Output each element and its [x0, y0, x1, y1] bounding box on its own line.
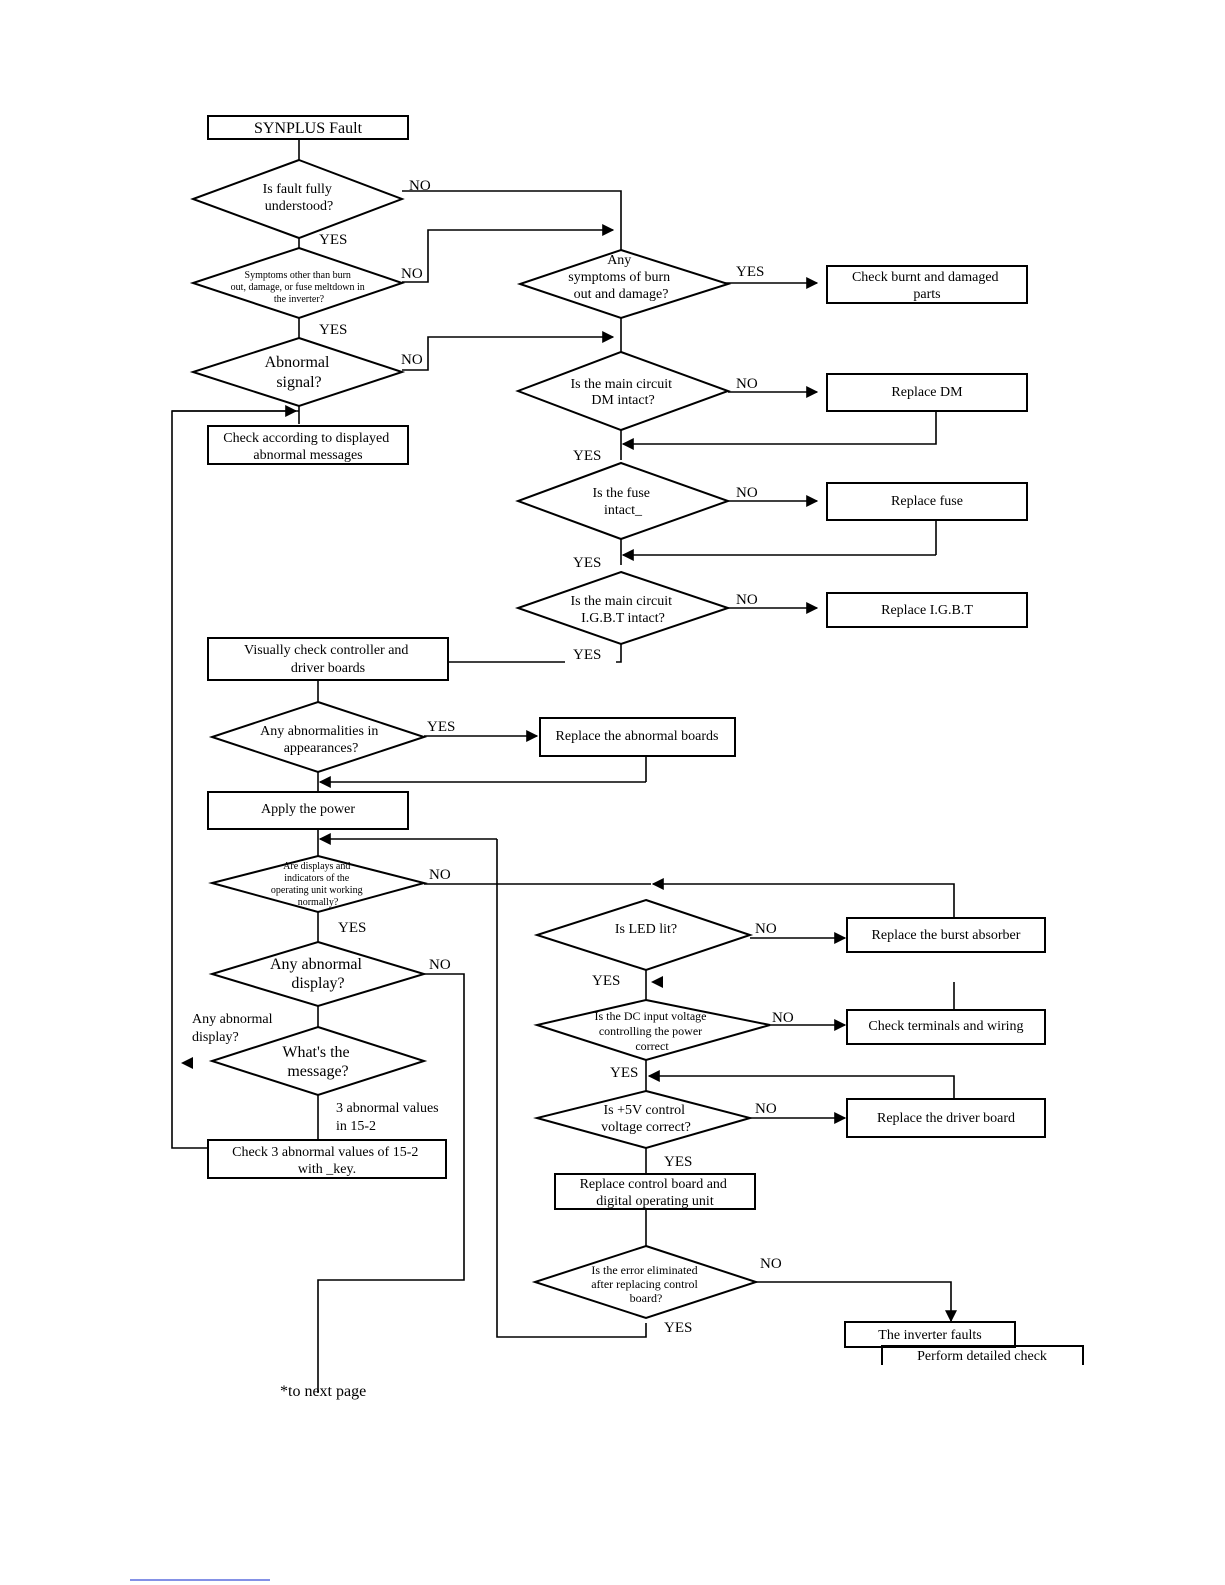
- no-label: NO: [401, 352, 423, 368]
- decision-main-circuit-dm: Is the main circuit DM intact?: [515, 350, 731, 432]
- branch-labels: NO YES NO YES NO YES NO YES NO YES NO YE…: [319, 178, 794, 1336]
- decision-label: Abnormal signal?: [265, 354, 334, 391]
- no-label: NO: [755, 1101, 777, 1117]
- decision-error-eliminated: Is the error eliminated after replacing …: [531, 1244, 760, 1320]
- arrowhead: [651, 976, 663, 988]
- apply-power-box: Apply the power: [207, 791, 409, 830]
- check-terminals-box: Check terminals and wiring: [846, 1009, 1046, 1045]
- box-label: Replace the abnormal boards: [556, 729, 719, 744]
- box-label: Replace the driver board: [877, 1111, 1015, 1126]
- yes-label: YES: [573, 555, 601, 571]
- decision-label: Any abnormal display?: [270, 956, 366, 992]
- decision-label: Are displays and indicators of the opera…: [271, 861, 365, 908]
- start-box: SYNPLUS Fault: [207, 115, 409, 140]
- no-label: NO: [736, 592, 758, 608]
- yes-label: YES: [573, 647, 601, 663]
- replace-igbt-box: Replace I.G.B.T: [826, 592, 1028, 628]
- no-label: NO: [772, 1010, 794, 1026]
- yes-label: YES: [573, 448, 601, 464]
- decision-label: Is the error eliminated after replacing …: [591, 1263, 701, 1305]
- no-label: NO: [736, 485, 758, 501]
- decision-burn-damage: Any symptoms of burn out and damage?: [516, 248, 732, 320]
- replace-dm-box: Replace DM: [826, 373, 1028, 412]
- yes-label: YES: [592, 973, 620, 989]
- box-label: Check 3 abnormal values of 15-2 with _ke…: [232, 1145, 422, 1177]
- replace-burst-absorber-box: Replace the burst absorber: [846, 917, 1046, 953]
- check-abnormal-values-box: Check 3 abnormal values of 15-2 with _ke…: [207, 1139, 447, 1179]
- arrowheads: [181, 976, 663, 1069]
- decision-label: Is the fuse intact_: [592, 486, 653, 518]
- decision-symptoms-other: Symptoms other than burn out, damage, or…: [189, 246, 406, 320]
- connectors: [171, 139, 957, 1393]
- decision-dc-input-voltage: Is the DC input voltage controlling the …: [533, 998, 771, 1062]
- no-label: NO: [429, 957, 451, 973]
- yes-label: YES: [338, 920, 366, 936]
- arrowhead: [181, 1057, 193, 1069]
- decision-abnormal-display: Any abnormal display?: [208, 940, 428, 1008]
- no-label: NO: [401, 266, 423, 282]
- box-label: Replace DM: [891, 385, 963, 400]
- box-label: Apply the power: [261, 802, 355, 817]
- decision-main-circuit-igbt: Is the main circuit I.G.B.T intact?: [514, 570, 732, 646]
- replace-fuse-box: Replace fuse: [826, 482, 1028, 521]
- detailed-check-box: Perform detailed check: [881, 1345, 1084, 1365]
- inverter-faults-box: The inverter faults: [844, 1321, 1016, 1348]
- no-label: NO: [409, 178, 431, 194]
- label-abnormal-values: 3 abnormal values in 15-2: [336, 1101, 442, 1134]
- check-burnt-parts-box: Check burnt and damaged parts: [826, 265, 1028, 304]
- start-label: SYNPLUS Fault: [254, 120, 363, 137]
- decision-displays-working: Are displays and indicators of the opera…: [208, 854, 428, 914]
- yes-label: YES: [664, 1320, 692, 1336]
- no-label: NO: [755, 921, 777, 937]
- replace-driver-board-box: Replace the driver board: [846, 1098, 1046, 1138]
- no-label: NO: [760, 1256, 782, 1272]
- decision-label: Is +5V control voltage correct?: [601, 1103, 691, 1135]
- replace-abnormal-boards-box: Replace the abnormal boards: [539, 717, 736, 757]
- decision-fuse-intact: Is the fuse intact_: [515, 461, 731, 541]
- decision-label: Is fault fully understood?: [263, 182, 336, 214]
- replace-control-board-box: Replace control board and digital operat…: [554, 1173, 756, 1210]
- box-label: The inverter faults: [878, 1328, 981, 1343]
- box-label: Check terminals and wiring: [868, 1019, 1023, 1034]
- decision-5v-voltage: Is +5V control voltage correct?: [533, 1089, 754, 1150]
- decision-abnormal-appearance: Any abnormalities in appearances?: [208, 700, 428, 774]
- decision-fault-understood: Is fault fully understood?: [190, 158, 405, 240]
- box-label: Visually check controller and driver boa…: [244, 643, 412, 676]
- box-label: Replace the burst absorber: [872, 928, 1021, 943]
- decision-label: Any symptoms of burn out and damage?: [568, 253, 673, 302]
- decision-abnormal-signal: Abnormal signal?: [189, 336, 406, 408]
- yes-label: YES: [736, 264, 764, 280]
- decision-label: What's the message?: [282, 1044, 353, 1080]
- box-label: Check burnt and damaged parts: [852, 270, 1002, 302]
- no-label: NO: [429, 867, 451, 883]
- decision-label: Is the DC input voltage controlling the …: [595, 1009, 710, 1053]
- decision-led-lit: Is LED lit?: [533, 898, 754, 972]
- yes-label: YES: [664, 1154, 692, 1170]
- side-note-abnormal-display: Any abnormal display?: [192, 1012, 276, 1045]
- box-label: Perform detailed check: [917, 1349, 1047, 1364]
- yes-label: YES: [319, 322, 347, 338]
- box-label: Replace I.G.B.T: [881, 603, 973, 618]
- yes-label: YES: [319, 232, 347, 248]
- decision-label: Is the main circuit DM intact?: [571, 377, 676, 408]
- box-label: Replace control board and digital operat…: [580, 1177, 731, 1209]
- no-label: NO: [736, 376, 758, 392]
- yes-label: YES: [610, 1065, 638, 1081]
- decision-label: Any abnormalities in appearances?: [260, 724, 382, 756]
- decision-label: Symptoms other than burn out, damage, or…: [231, 270, 368, 305]
- decision-message: What's the message?: [208, 1025, 428, 1097]
- yes-label: YES: [427, 719, 455, 735]
- box-label: Check according to displayed abnormal me…: [223, 431, 393, 463]
- to-next-page-note: *to next page: [280, 1383, 366, 1400]
- decision-label: Is the main circuit I.G.B.T intact?: [571, 594, 676, 626]
- visual-check-box: Visually check controller and driver boa…: [207, 637, 449, 681]
- check-displayed-messages-box: Check according to displayed abnormal me…: [207, 425, 409, 465]
- decision-label: Is LED lit?: [615, 922, 677, 937]
- box-label: Replace fuse: [891, 494, 963, 509]
